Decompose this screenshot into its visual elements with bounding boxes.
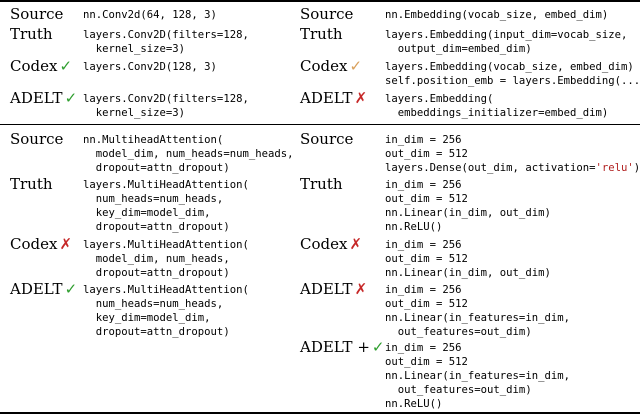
row1-right-adelt-label: ADELT xyxy=(300,89,353,107)
partial-check-icon: ✓ xyxy=(349,57,363,75)
row1-right-codex-code: layers.Embedding(vocab_size, embed_dim) … xyxy=(385,61,640,87)
row2-right-source-code: in_dim = 256 out_dim = 512 layers.Dense(… xyxy=(385,133,640,175)
row2-right-adelt-row: ADELT✗ xyxy=(300,281,367,297)
row2-right-codex-code: in_dim = 256 out_dim = 512 nn.Linear(in_… xyxy=(385,239,551,279)
row1-left-truth-code: layers.Conv2D(filters=128, kernel_size=3… xyxy=(83,29,249,55)
row2-left-codex-row: Codex✗ xyxy=(10,236,72,252)
row1-left-source-code: nn.Conv2d(64, 128, 3) xyxy=(83,9,217,21)
row2-left-codex-code: layers.MultiHeadAttention( model_dim, nu… xyxy=(83,239,249,279)
row2-right-adelt-label: ADELT xyxy=(300,280,353,298)
row1-right-truth-label: Truth xyxy=(300,25,343,43)
wrong-cross-icon: ✗ xyxy=(59,235,73,253)
row1-right-codex-row: Codex✓ xyxy=(300,58,362,74)
row1-right-source-label: Source xyxy=(300,5,354,23)
row1-left-codex-row: Codex✓ xyxy=(10,58,72,74)
row1-left-adelt-code: layers.Conv2D(filters=128, kernel_size=3… xyxy=(83,93,249,119)
wrong-cross-icon: ✗ xyxy=(354,280,368,298)
row2-right-adeltplus-code: in_dim = 256 out_dim = 512 nn.Linear(in_… xyxy=(385,342,570,410)
row1-left-truth-label: Truth xyxy=(10,25,53,43)
row2-right-truth-code: in_dim = 256 out_dim = 512 nn.Linear(in_… xyxy=(385,179,551,233)
correct-check-icon: ✓ xyxy=(64,89,78,107)
row1-left-codex-label: Codex xyxy=(10,57,58,75)
correct-check-icon: ✓ xyxy=(64,280,78,298)
row2-left-source-code: nn.MultiheadAttention( model_dim, num_he… xyxy=(83,134,294,174)
row2-right-codex-row: Codex✗ xyxy=(300,236,362,252)
row1-left-adelt-label: ADELT xyxy=(10,89,63,107)
row2-left-adelt-code: layers.MultiHeadAttention( num_heads=num… xyxy=(83,284,249,338)
row2-right-adeltplus-row: ADELT +✓ xyxy=(300,339,384,355)
correct-check-icon: ✓ xyxy=(371,338,385,356)
row2-left-adelt-label: ADELT xyxy=(10,280,63,298)
row2-right-truth-label: Truth xyxy=(300,175,343,193)
row1-right-codex-label: Codex xyxy=(300,57,348,75)
row2-left-adelt-row: ADELT✓ xyxy=(10,281,77,297)
table-bottom-rule xyxy=(0,412,640,414)
row2-right-adeltplus-label: ADELT + xyxy=(300,338,370,356)
row1-left-source-label: Source xyxy=(10,5,64,23)
row1-right-adelt-code: layers.Embedding( embeddings_initializer… xyxy=(385,93,609,119)
row1-right-truth-code: layers.Embedding(input_dim=vocab_size, o… xyxy=(385,29,628,55)
table-mid-rule xyxy=(0,124,640,125)
row1-left-adelt-row: ADELT✓ xyxy=(10,90,77,106)
wrong-cross-icon: ✗ xyxy=(354,89,368,107)
row2-right-source-code-tail: ) xyxy=(633,162,640,174)
wrong-cross-icon: ✗ xyxy=(349,235,363,253)
row2-right-codex-label: Codex xyxy=(300,235,348,253)
row2-right-source-label: Source xyxy=(300,130,354,148)
row2-right-source-code-main: in_dim = 256 out_dim = 512 layers.Dense(… xyxy=(385,134,596,174)
row1-right-source-code: nn.Embedding(vocab_size, embed_dim) xyxy=(385,9,609,21)
string-literal: 'relu' xyxy=(595,162,634,174)
row2-left-truth-label: Truth xyxy=(10,175,53,193)
row2-left-source-label: Source xyxy=(10,130,64,148)
row1-left-codex-code: layers.Conv2D(128, 3) xyxy=(83,61,217,73)
row2-left-truth-code: layers.MultiHeadAttention( num_heads=num… xyxy=(83,179,249,233)
table-top-rule xyxy=(0,0,640,2)
row1-right-adelt-row: ADELT✗ xyxy=(300,90,367,106)
row2-left-codex-label: Codex xyxy=(10,235,58,253)
correct-check-icon: ✓ xyxy=(59,57,73,75)
row2-right-adelt-code: in_dim = 256 out_dim = 512 nn.Linear(in_… xyxy=(385,284,570,338)
